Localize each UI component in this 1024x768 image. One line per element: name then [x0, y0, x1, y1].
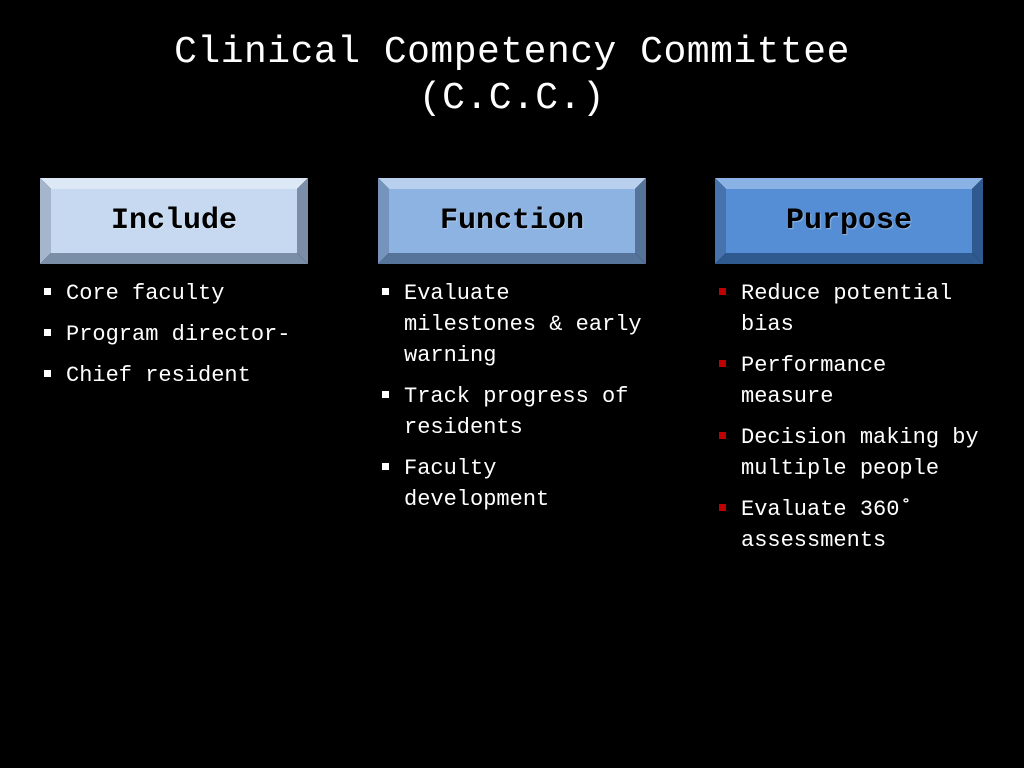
slide-title: Clinical Competency Committee (C.C.C.)	[0, 30, 1024, 122]
include-list: Core faculty Program director- Chief res…	[40, 278, 310, 391]
list-item: Reduce potential bias	[715, 278, 985, 340]
function-header-label: Function	[439, 204, 585, 238]
square-bullet-icon	[44, 288, 51, 295]
list-item: Chief resident	[40, 360, 310, 391]
function-list: Evaluate milestones & early warning Trac…	[378, 278, 648, 515]
list-item: Track progress of residents	[378, 381, 648, 443]
square-bullet-icon	[44, 370, 51, 377]
square-bullet-icon	[382, 391, 389, 398]
list-item: Core faculty	[40, 278, 310, 309]
purpose-header-label: Purpose	[785, 204, 913, 238]
square-bullet-icon	[719, 288, 726, 295]
function-column: Function Evaluate milestones & early war…	[378, 178, 648, 525]
list-item: Performance measure	[715, 350, 985, 412]
square-bullet-icon	[382, 288, 389, 295]
square-bullet-icon	[382, 463, 389, 470]
square-bullet-icon	[44, 329, 51, 336]
function-header-box: Function	[378, 178, 646, 264]
list-item: Evaluate milestones & early warning	[378, 278, 648, 371]
purpose-header-box: Purpose	[715, 178, 983, 264]
list-item: Program director-	[40, 319, 310, 350]
function-header-bevel	[378, 178, 646, 264]
purpose-header-bevel	[715, 178, 983, 264]
include-header-bevel	[40, 178, 308, 264]
purpose-column: Purpose Reduce potential bias Performanc…	[715, 178, 985, 566]
slide-title-line-2: (C.C.C.)	[418, 77, 606, 120]
list-item: Decision making by multiple people	[715, 422, 985, 484]
purpose-list: Reduce potential bias Performance measur…	[715, 278, 985, 556]
square-bullet-icon	[719, 360, 726, 367]
square-bullet-icon	[719, 504, 726, 511]
slide-title-line-1: Clinical Competency Committee	[174, 31, 850, 74]
list-item: Faculty development	[378, 453, 648, 515]
include-column: Include Core faculty Program director- C…	[40, 178, 310, 401]
square-bullet-icon	[719, 432, 726, 439]
include-header-label: Include	[110, 204, 238, 238]
list-item: Evaluate 360˚ assessments	[715, 494, 985, 556]
include-header-box: Include	[40, 178, 308, 264]
